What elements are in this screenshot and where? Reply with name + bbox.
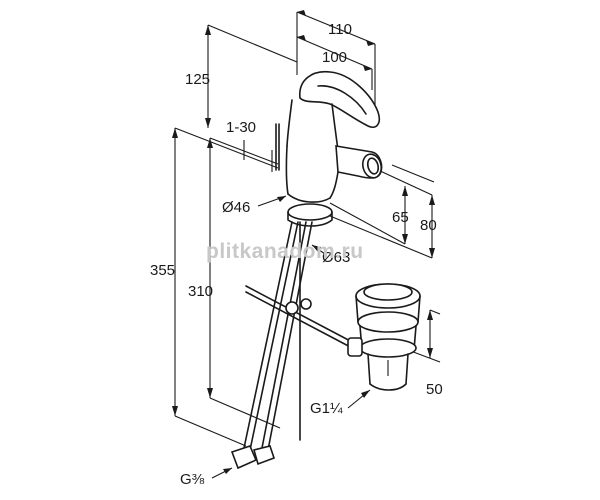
dimension-labels: 110 100 125 1-30 Ø46 65 80 Ø63 355 310 5… — [150, 21, 443, 488]
dim-110: 110 — [328, 21, 352, 38]
dimension-arrows — [172, 10, 435, 474]
dim-50: 50 — [426, 381, 443, 398]
dim-diameter-46: Ø46 — [222, 199, 250, 216]
dim-diameter-63: Ø63 — [322, 249, 350, 266]
dim-310: 310 — [188, 283, 213, 300]
dim-355: 355 — [150, 262, 175, 279]
thread-g1-1-4: G1¼ — [310, 400, 343, 417]
dim-125: 125 — [185, 71, 210, 88]
watermark: plitkanadom.ru — [206, 240, 364, 263]
dim-80: 80 — [420, 217, 437, 234]
dim-100: 100 — [322, 49, 347, 66]
supply-hoses — [230, 221, 313, 470]
dim-65: 65 — [392, 209, 409, 226]
popup-waste — [347, 283, 421, 391]
popup-linkage — [245, 285, 357, 351]
faucet-body — [275, 71, 383, 227]
thread-g3-8: G⅜ — [180, 471, 205, 488]
dim-1-30: 1-30 — [226, 119, 256, 136]
